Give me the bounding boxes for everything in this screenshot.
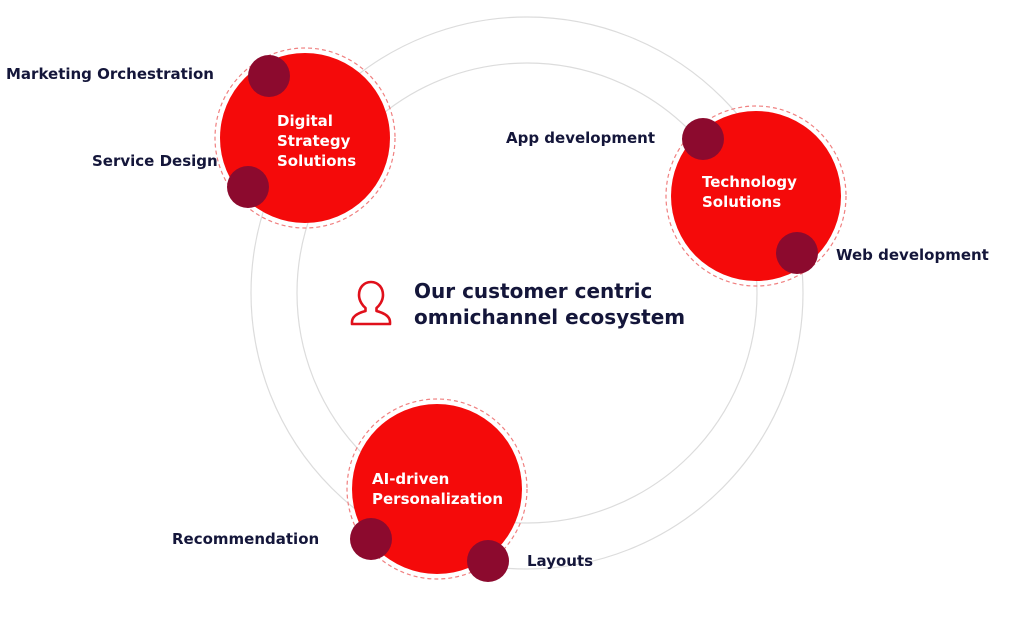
app-development-label: App development [506,129,656,147]
digital-strategy-hub-label: Digital Strategy Solutions [277,111,356,171]
recommendation-label: Recommendation [172,530,320,548]
service-design-dot [227,166,269,208]
ai-personalization-hub-label: AI-driven Personalization [372,469,503,509]
digital-strategy-line-3: Solutions [277,152,357,170]
inner-orbit-ring [296,62,758,524]
app-development-dot [682,118,724,160]
technology-hub-label: Technology Solutions [702,172,797,212]
layouts-dot [467,540,509,582]
ecosystem-title-line-2: omnichannel ecosystem [414,305,686,329]
marketing-orchestration-dot [248,55,290,97]
ai-personalization-line-2: Personalization [372,490,504,508]
layouts-label: Layouts [527,552,594,570]
service-design-label: Service Design [92,152,218,170]
digital-strategy-dashed-ring [214,47,396,229]
person-icon [350,280,392,326]
ai-personalization-dashed-ring [346,398,528,580]
recommendation-dot [350,518,392,560]
marketing-orchestration-label: Marketing Orchestration [6,65,214,83]
ecosystem-title: Our customer centric omnichannel ecosyst… [414,278,685,330]
web-development-dot [776,232,818,274]
digital-strategy-line-2: Strategy [277,132,351,150]
digital-strategy-line-1: Digital [277,112,333,130]
ecosystem-title-line-1: Our customer centric [414,279,653,303]
technology-line-1: Technology [702,173,797,191]
technology-dashed-ring [665,105,847,287]
web-development-label: Web development [836,246,989,264]
ai-personalization-line-1: AI-driven [372,470,450,488]
ai-personalization-hub [352,404,522,574]
outer-orbit-ring [250,16,804,570]
technology-line-2: Solutions [702,193,782,211]
